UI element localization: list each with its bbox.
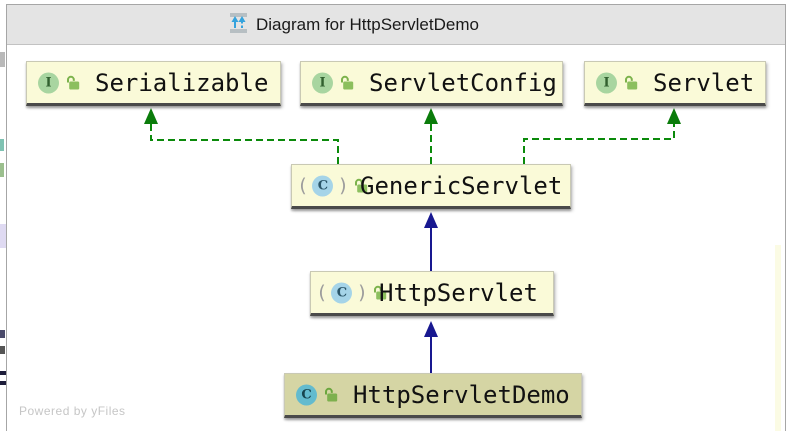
class-icon: C xyxy=(296,384,317,405)
editor-fragment xyxy=(0,330,5,338)
node-label: Servlet xyxy=(653,68,755,97)
library-paren: ) xyxy=(356,281,368,303)
editor-fragment xyxy=(0,163,4,177)
diagram-icon xyxy=(228,12,249,39)
popup-titlebar[interactable]: Diagram for HttpServletDemo xyxy=(7,5,785,45)
editor-fragment xyxy=(0,52,5,67)
node-serializable[interactable]: I Serializable xyxy=(26,61,281,106)
node-label: Serializable xyxy=(95,68,269,97)
unlocked-icon xyxy=(339,75,355,91)
library-paren: ( xyxy=(297,174,309,196)
unlocked-icon xyxy=(65,75,81,91)
node-httpservletdemo[interactable]: C HttpServletDemo xyxy=(284,373,582,418)
node-label: HttpServlet xyxy=(379,278,538,307)
library-paren: ( xyxy=(316,281,328,303)
class-icon: C xyxy=(331,282,353,303)
unlocked-icon xyxy=(323,387,339,403)
background-editor-strip xyxy=(0,0,6,431)
editor-fragment xyxy=(0,139,4,151)
interface-icon: I xyxy=(312,72,333,93)
yfiles-watermark: Powered by yFiles xyxy=(19,404,126,418)
node-label: ServletConfig xyxy=(369,68,557,97)
diagram-popup: Diagram for HttpServletDemo I xyxy=(6,4,786,431)
diagram-canvas[interactable]: I Serializable I xyxy=(7,45,785,431)
node-servletconfig[interactable]: I ServletConfig xyxy=(300,61,563,106)
node-label: HttpServletDemo xyxy=(353,380,570,409)
unlocked-icon xyxy=(353,178,369,194)
editor-fragment xyxy=(0,371,6,375)
editor-fragment xyxy=(0,381,6,385)
class-icon: C xyxy=(312,175,334,196)
minimap-strip xyxy=(775,245,781,431)
node-label: GenericServlet xyxy=(360,171,563,200)
unlocked-icon xyxy=(372,285,388,301)
unlocked-icon xyxy=(623,75,639,91)
editor-fragment xyxy=(0,224,6,248)
popup-title: Diagram for HttpServletDemo xyxy=(256,15,479,34)
interface-icon: I xyxy=(38,72,59,93)
node-servlet[interactable]: I Servlet xyxy=(584,61,766,106)
node-httpservlet[interactable]: ( C ) HttpServlet xyxy=(310,271,554,316)
library-paren: ) xyxy=(337,174,349,196)
interface-icon: I xyxy=(596,72,617,93)
editor-fragment xyxy=(0,346,5,354)
node-genericservlet[interactable]: ( C ) GenericServlet xyxy=(291,164,571,209)
